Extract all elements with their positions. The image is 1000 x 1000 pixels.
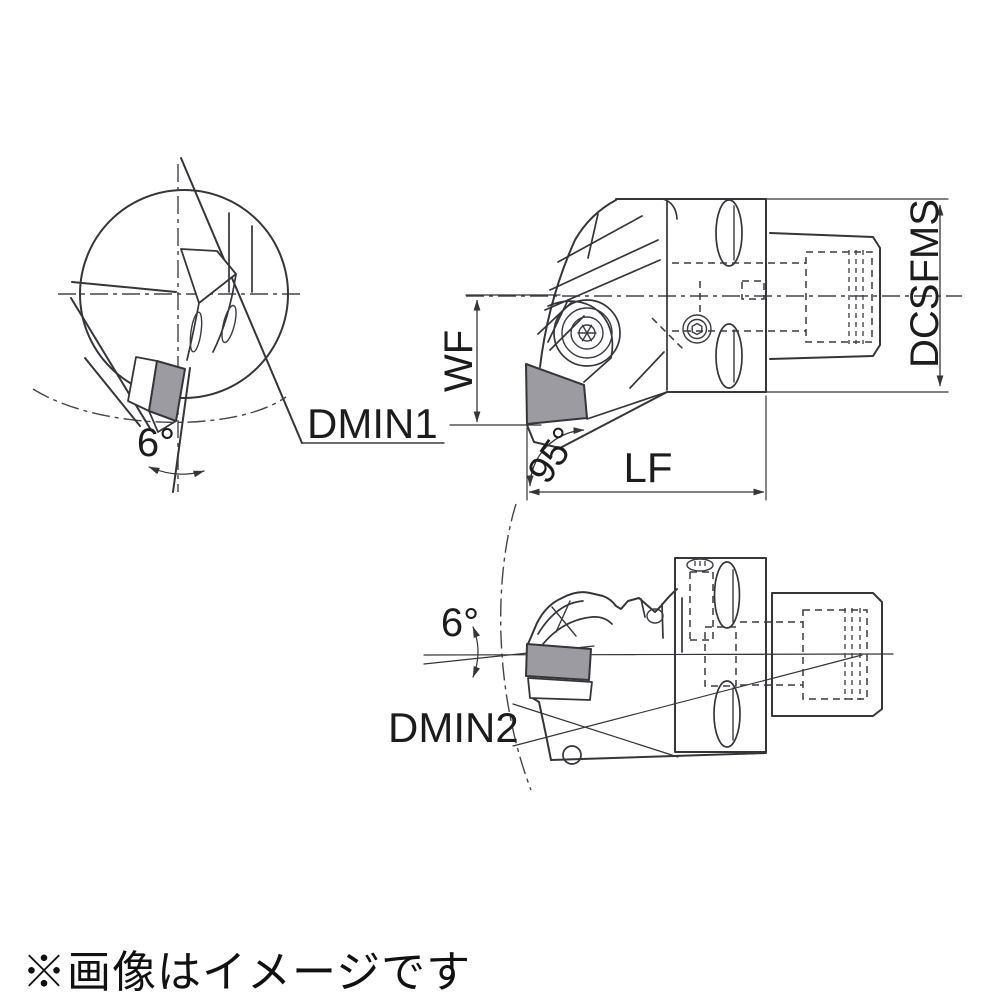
lower-insert-pocket bbox=[527, 677, 593, 701]
front-clamp-slot-1 bbox=[189, 311, 203, 353]
lower-hump-hatch bbox=[551, 600, 577, 637]
set-screw bbox=[682, 314, 712, 344]
upper-insert bbox=[525, 363, 588, 425]
lower-angle-label: 6° bbox=[441, 601, 479, 645]
front-angle-arc bbox=[148, 466, 205, 478]
front-clamp-slot-2 bbox=[221, 304, 237, 344]
lower-hidden-lines bbox=[689, 571, 868, 700]
dmin1-label: DMIN1 bbox=[307, 400, 438, 447]
front-insert-tip-lines bbox=[148, 410, 177, 433]
upper-hidden-lines bbox=[651, 251, 873, 353]
flange-slots-lower bbox=[686, 558, 741, 748]
lower-clamp-screw bbox=[646, 608, 664, 624]
front-angle-label: 6° bbox=[137, 421, 175, 465]
side-view-upper: WF LF DCSFMS 95° bbox=[437, 198, 962, 501]
holder-flange-circle bbox=[79, 189, 289, 399]
dcsfms-label: DCSFMS bbox=[903, 199, 947, 368]
lower-thread-lines bbox=[844, 608, 861, 700]
approach-angle-arc bbox=[526, 427, 585, 487]
image-disclaimer-note: ※画像はイメージです bbox=[22, 948, 472, 997]
front-clamp-curves bbox=[186, 212, 253, 361]
dmin2-label: DMIN2 bbox=[388, 704, 519, 751]
lower-angle-arc bbox=[472, 626, 481, 678]
lf-label: LF bbox=[623, 444, 672, 491]
upper-thread-lines bbox=[848, 250, 864, 344]
lower-inner-edges bbox=[537, 597, 683, 653]
wf-label: WF bbox=[437, 330, 481, 392]
dmin1-arc bbox=[32, 388, 287, 424]
front-clamp bbox=[180, 248, 237, 304]
flange-slots-upper bbox=[715, 199, 743, 389]
front-outline-lines bbox=[70, 157, 303, 493]
upper-extension-lines bbox=[449, 198, 949, 501]
upper-body-outline bbox=[526, 198, 881, 449]
clamp-screw bbox=[553, 299, 621, 367]
lower-construction-lines bbox=[423, 645, 894, 758]
lower-body-outline bbox=[527, 557, 883, 761]
dmin2-arc bbox=[499, 503, 532, 791]
side-view-lower: 6° DMIN2 bbox=[388, 503, 894, 791]
lower-body-hole bbox=[562, 745, 582, 765]
front-view: 6° DMIN1 bbox=[32, 157, 445, 493]
lower-insert bbox=[525, 643, 592, 681]
front-centerlines bbox=[58, 164, 305, 492]
